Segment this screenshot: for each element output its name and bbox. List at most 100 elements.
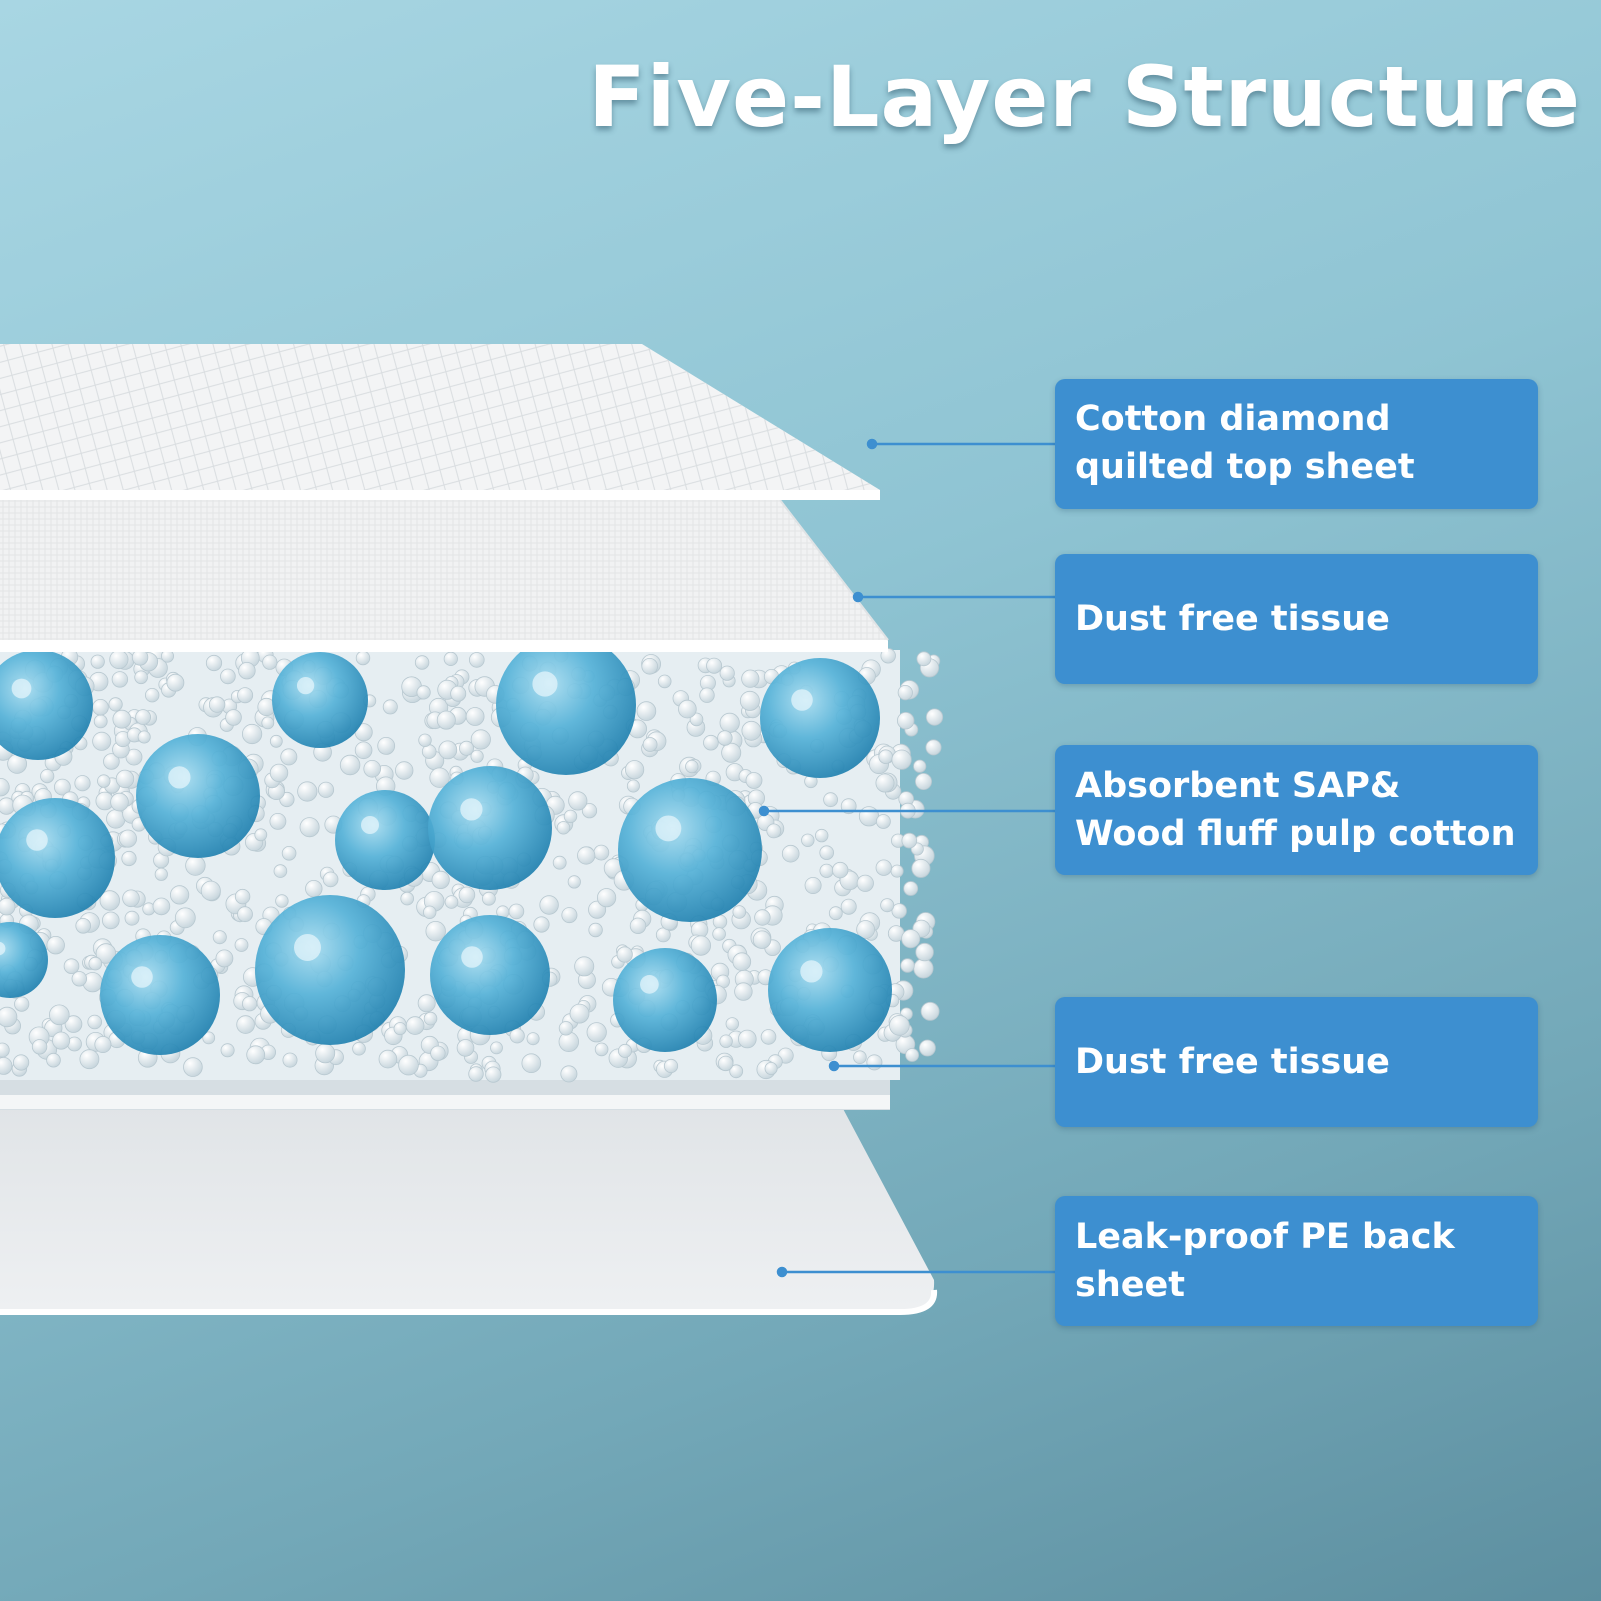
fluff-bead — [815, 828, 829, 843]
fluff-bead — [0, 897, 16, 916]
gel-highlight — [361, 816, 379, 834]
label-back-sheet: Leak-proof PE back sheet — [1055, 1196, 1538, 1326]
fluff-bead — [254, 828, 268, 842]
fluff-bead — [678, 699, 697, 719]
fluff-bead — [414, 655, 430, 670]
fluff-bead — [425, 921, 446, 942]
fluff-bead — [919, 1039, 936, 1057]
fluff-bead — [876, 814, 891, 829]
fluff-bead — [901, 832, 918, 849]
fluff-bead — [299, 817, 320, 838]
fluff-bead — [913, 958, 934, 979]
fluff-bead — [269, 734, 283, 748]
fluff-bead — [14, 996, 30, 1012]
fluff-bead — [382, 699, 398, 715]
gel-highlight — [294, 934, 321, 961]
fluff-bead — [378, 1049, 398, 1069]
layer-back-sheet — [0, 1088, 938, 1315]
label-absorbent-core-text: Absorbent SAP& Wood fluff pulp cotton — [1075, 766, 1516, 854]
fluff-bead — [183, 1057, 203, 1077]
fluff-bead — [458, 886, 476, 904]
gel-sphere — [0, 798, 115, 918]
fluff-bead — [109, 649, 129, 670]
fluff-bead — [134, 670, 148, 685]
fluff-bead — [121, 850, 137, 867]
fluff-bead — [490, 1041, 503, 1055]
fluff-bead — [305, 880, 323, 898]
fluff-bead — [567, 875, 581, 889]
fluff-bead — [889, 1015, 910, 1036]
gel-highlight — [168, 766, 191, 789]
fluff-bead — [752, 930, 772, 949]
fluff-bead — [741, 669, 760, 688]
fluff-bead — [470, 729, 491, 750]
fluff-bead — [94, 1036, 112, 1054]
gel-highlight — [131, 966, 153, 988]
fluff-bead — [220, 1043, 235, 1058]
fluff-bead — [281, 845, 297, 861]
label-upper-tissue-text: Dust free tissue — [1075, 599, 1390, 639]
fluff-bead — [719, 1034, 733, 1048]
fluff-bead — [297, 781, 318, 802]
fluff-bead — [737, 1029, 757, 1049]
fluff-bead — [236, 1015, 255, 1034]
fluff-bead — [685, 759, 699, 774]
fluff-bead — [0, 1006, 18, 1028]
fluff-bead — [754, 909, 771, 926]
fluff-bead — [52, 1031, 71, 1050]
fluff-bead — [875, 773, 895, 793]
gel-sphere — [0, 650, 93, 760]
fluff-bead — [212, 930, 227, 945]
layer-top-sheet — [0, 344, 880, 500]
fluff-bead — [275, 894, 289, 908]
fluff-bead — [202, 1031, 216, 1045]
fluff-bead — [561, 907, 578, 924]
gel-sphere — [430, 915, 550, 1035]
fluff-bead — [400, 891, 415, 906]
gel-highlight — [640, 975, 659, 994]
fluff-bead — [569, 1003, 590, 1024]
fluff-bead — [262, 654, 278, 670]
fluff-bead — [273, 864, 288, 878]
fluff-bead — [119, 829, 138, 848]
fluff-bead — [560, 1065, 578, 1083]
label-bottom-tissue: Dust free tissue — [1055, 997, 1538, 1127]
fluff-bead — [721, 742, 742, 763]
gel-highlight — [532, 671, 558, 697]
fluff-bead — [436, 710, 456, 730]
fluff-bead — [552, 855, 567, 870]
fluff-bead — [853, 1050, 867, 1064]
fluff-bead — [90, 654, 105, 669]
fluff-bead — [215, 949, 234, 968]
fluff-bead — [110, 792, 129, 812]
fluff-bead — [71, 971, 88, 987]
fluff-bead — [137, 730, 151, 744]
fluff-bead — [901, 929, 921, 949]
fluff-bead — [103, 753, 120, 770]
fluff-bead — [920, 1001, 940, 1021]
fluff-bead — [354, 741, 373, 760]
fluff-bead — [915, 773, 933, 791]
fluff-bead — [781, 844, 800, 863]
fluff-bead — [200, 880, 221, 901]
fluff-bead — [832, 861, 849, 879]
fluff-bead — [122, 889, 140, 908]
fluff-bead — [322, 871, 339, 888]
fluff-bead — [456, 1039, 475, 1057]
fluff-bead — [393, 1022, 407, 1036]
fluff-bead — [152, 897, 171, 916]
fluff-bead — [840, 898, 857, 915]
fluff-bead — [234, 938, 249, 952]
fluff-bead — [856, 874, 874, 892]
fluff-bead — [170, 885, 190, 905]
fluff-bead — [75, 917, 91, 934]
fluff-bead — [593, 844, 610, 861]
fluff-bead — [891, 903, 907, 919]
fluff-bead — [558, 1021, 574, 1036]
gel-highlight — [655, 815, 682, 842]
fluff-bead — [450, 685, 467, 702]
layer-absorbent-core — [0, 635, 944, 1083]
fluff-bead — [234, 888, 251, 905]
fluff-bead — [641, 657, 658, 675]
fluff-bead — [405, 1016, 425, 1035]
